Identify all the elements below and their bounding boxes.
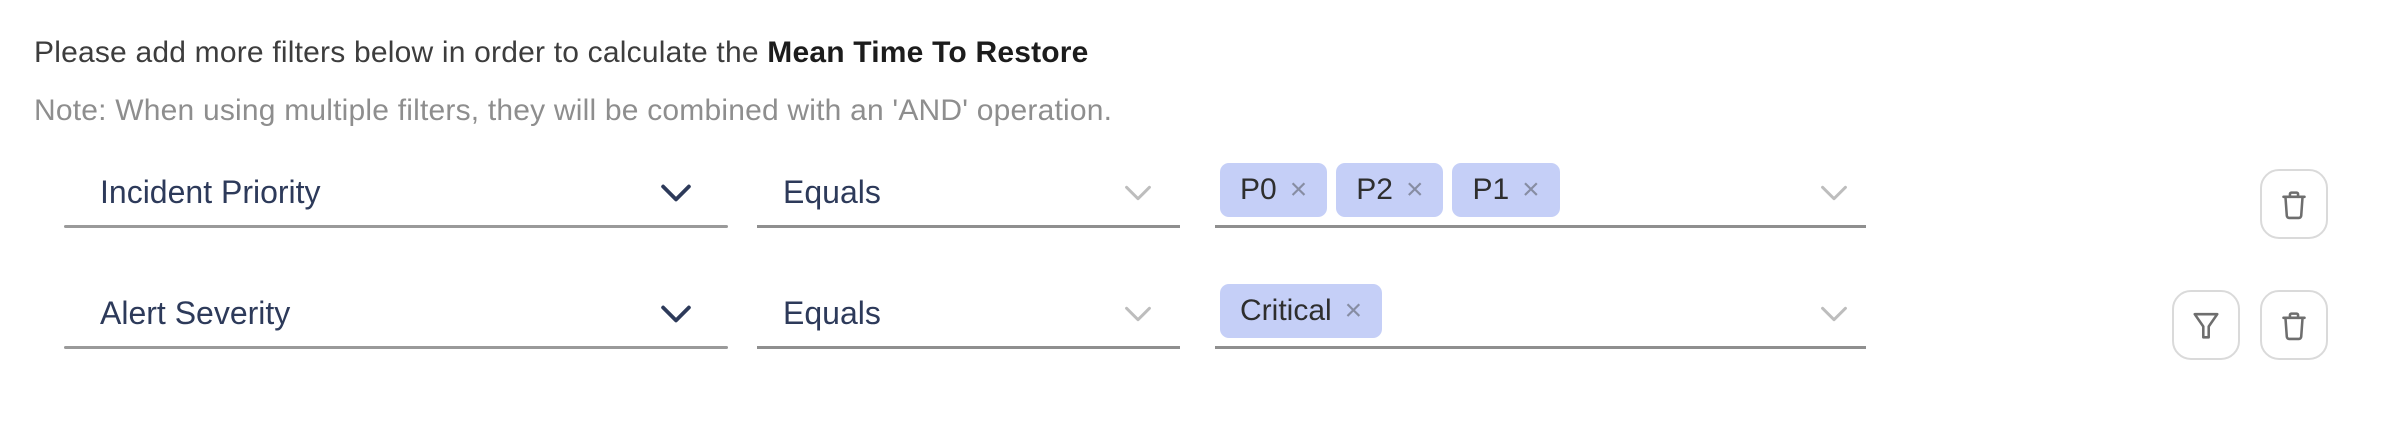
- chevron-down-icon: [1821, 185, 1847, 201]
- value-tag[interactable]: P0 ×: [1220, 163, 1328, 217]
- filter-row: Alert Severity Equals Critical ×: [0, 278, 2408, 360]
- value-tag-label: P2: [1356, 173, 1393, 206]
- chevron-down-icon: [1125, 185, 1151, 201]
- chevron-down-icon: [661, 305, 691, 323]
- value-tag-label: P0: [1240, 173, 1277, 206]
- value-tag-label: P1: [1472, 173, 1510, 206]
- remove-tag-icon[interactable]: ×: [1522, 173, 1540, 206]
- remove-tag-icon[interactable]: ×: [1289, 173, 1308, 206]
- intro-text: Please add more filters below in order t…: [34, 36, 1089, 70]
- values-multiselect[interactable]: P0 × P2 × P1 ×: [1215, 157, 1866, 228]
- operator-select-value: Equals: [783, 295, 881, 331]
- trash-icon: [2282, 312, 2306, 341]
- remove-tag-icon[interactable]: ×: [1405, 173, 1424, 206]
- chevron-down-icon: [661, 184, 691, 202]
- attribute-select-value: Incident Priority: [100, 174, 321, 210]
- selected-values: Critical ×: [1220, 284, 1383, 338]
- value-tag[interactable]: P1 ×: [1452, 163, 1560, 217]
- value-tag[interactable]: Critical ×: [1220, 284, 1383, 338]
- trash-icon: [2282, 191, 2306, 220]
- funnel-icon: [2193, 312, 2219, 339]
- attribute-select[interactable]: Alert Severity: [64, 278, 728, 349]
- note-text: Note: When using multiple filters, they …: [34, 94, 1113, 127]
- chevron-down-icon: [1821, 306, 1847, 322]
- value-tag[interactable]: P2 ×: [1336, 163, 1444, 217]
- row-actions: [2260, 169, 2328, 239]
- attribute-select[interactable]: Incident Priority: [64, 157, 728, 228]
- attribute-select-value: Alert Severity: [100, 295, 291, 331]
- operator-select[interactable]: Equals: [757, 157, 1180, 228]
- intro-text-regular: Please add more filters below in order t…: [34, 36, 768, 69]
- filter-button[interactable]: [2172, 290, 2240, 360]
- remove-tag-icon[interactable]: ×: [1344, 294, 1363, 327]
- delete-button[interactable]: [2260, 169, 2328, 239]
- delete-button[interactable]: [2260, 290, 2328, 360]
- operator-select[interactable]: Equals: [757, 278, 1180, 349]
- filter-row: Incident Priority Equals P0 × P2 × P1 ×: [0, 157, 2408, 239]
- chevron-down-icon: [1125, 306, 1151, 322]
- values-multiselect[interactable]: Critical ×: [1215, 278, 1866, 349]
- intro-text-metric: Mean Time To Restore: [767, 36, 1089, 69]
- operator-select-value: Equals: [783, 174, 881, 210]
- selected-values: P0 × P2 × P1 ×: [1220, 163, 1560, 217]
- row-actions: [2172, 290, 2328, 360]
- value-tag-label: Critical: [1240, 294, 1332, 327]
